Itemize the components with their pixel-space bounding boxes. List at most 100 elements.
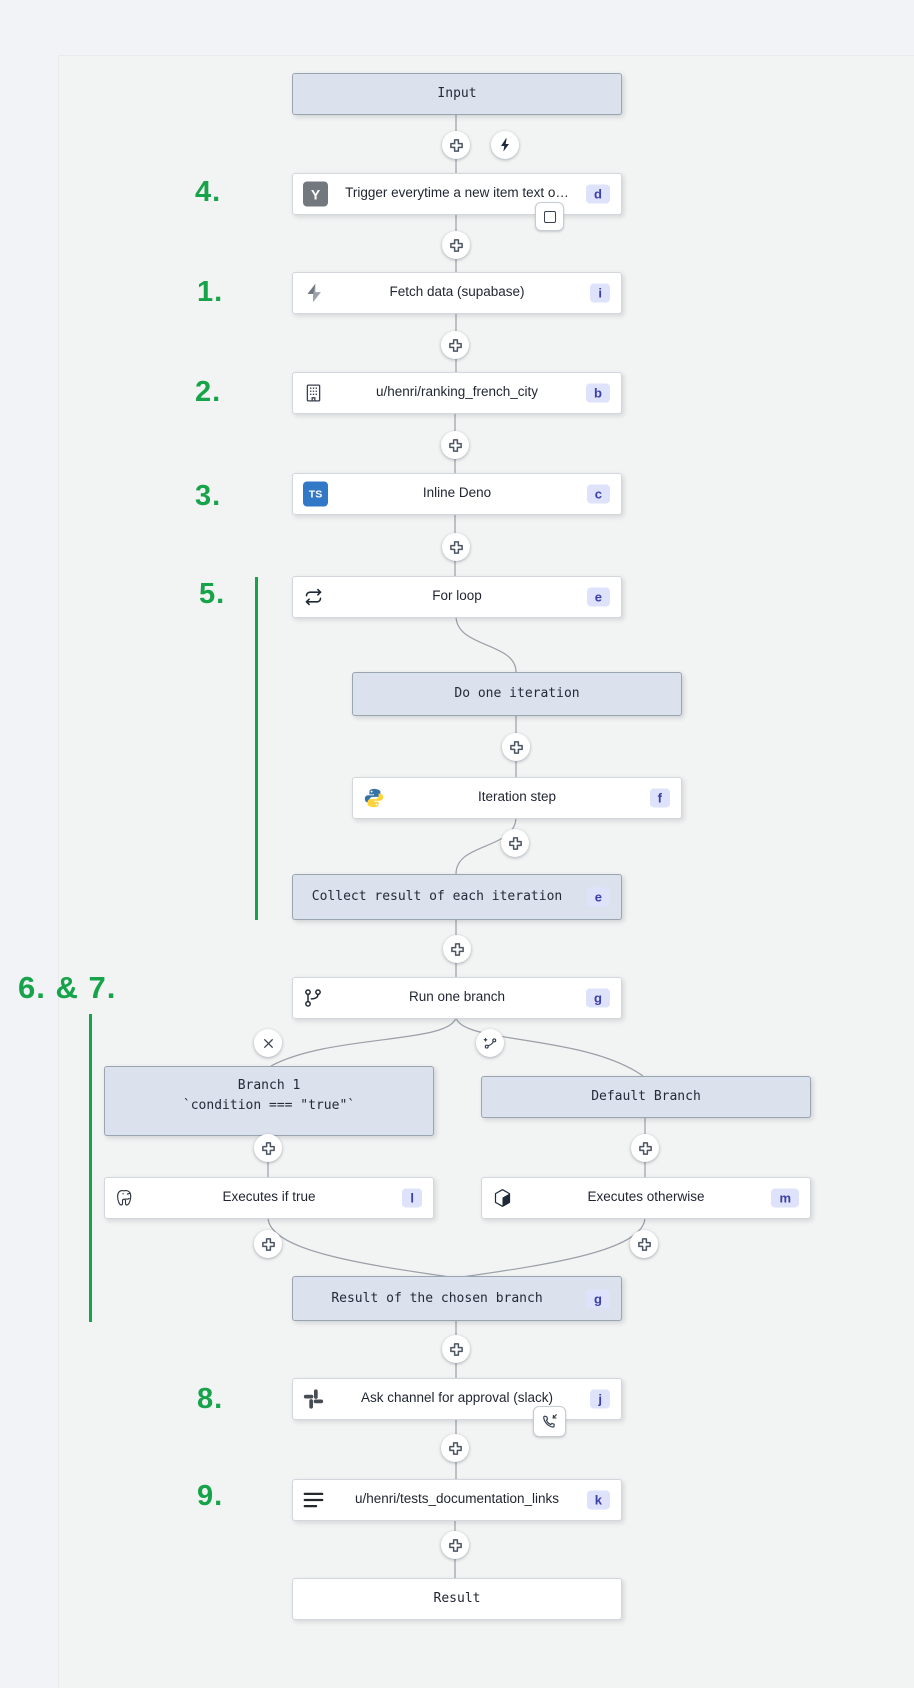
building-icon: [303, 383, 324, 404]
result-label: Result: [433, 1591, 481, 1606]
node-for-loop-label: For loop: [432, 588, 482, 603]
add-branch-icon: [483, 1037, 496, 1049]
plus-icon: [637, 1237, 651, 1251]
result-chosen-branch-node[interactable]: Result of the chosen branch g: [292, 1276, 622, 1321]
node-fetch-data[interactable]: Fetch data (supabase) i: [292, 272, 622, 314]
step-label-4: 4.: [195, 176, 222, 208]
node-run-one-branch-badge: g: [586, 988, 610, 1008]
branch1-node[interactable]: Branch 1 `condition === "true"`: [104, 1066, 434, 1136]
node-ranking-french-city[interactable]: u/henri/ranking_french_city b: [292, 372, 622, 414]
git-branch-icon: [303, 987, 323, 1009]
add-step-button[interactable]: [502, 733, 530, 761]
add-step-button[interactable]: [254, 1230, 282, 1258]
close-icon: [263, 1038, 273, 1048]
node-executes-otherwise[interactable]: Executes otherwise m: [481, 1177, 811, 1219]
collect-result-node[interactable]: Collect result of each iteration e: [292, 874, 622, 920]
default-branch-node[interactable]: Default Branch: [481, 1076, 811, 1118]
cube-icon: [492, 1188, 513, 1209]
do-one-iteration-label: Do one iteration: [454, 686, 580, 701]
node-run-one-branch[interactable]: Run one branch g: [292, 977, 622, 1019]
remove-branch-button[interactable]: [254, 1029, 282, 1057]
result-node[interactable]: Result: [292, 1578, 622, 1620]
trigger-toggle-button[interactable]: [491, 131, 519, 159]
step-label-5: 5.: [199, 578, 226, 610]
node-run-one-branch-label: Run one branch: [408, 989, 506, 1004]
do-one-iteration-node[interactable]: Do one iteration: [352, 672, 682, 716]
stop-square-glyph: [543, 210, 556, 223]
plus-icon: [448, 438, 462, 452]
add-step-button[interactable]: [442, 231, 470, 259]
add-step-button[interactable]: [254, 1134, 282, 1162]
plus-icon: [261, 1237, 275, 1251]
add-step-button[interactable]: [443, 935, 471, 963]
step-label-6-7: 6. & 7.: [18, 970, 117, 1005]
add-step-button[interactable]: [441, 331, 469, 359]
add-step-button[interactable]: [441, 1434, 469, 1462]
node-deno-badge: c: [586, 484, 610, 504]
postgresql-icon: [115, 1188, 136, 1209]
plus-icon: [448, 338, 462, 352]
add-step-button[interactable]: [442, 131, 470, 159]
collect-result-badge: e: [586, 887, 610, 907]
node-iteration-step-label: Iteration step: [477, 789, 557, 804]
node-ask-approval-label: Ask channel for approval (slack): [360, 1390, 554, 1405]
node-ranking-badge: b: [586, 383, 610, 403]
suspend-icon[interactable]: [535, 202, 564, 231]
step-label-8: 8.: [197, 1383, 224, 1415]
node-executes-if-true[interactable]: Executes if true l: [104, 1177, 434, 1219]
phone-incoming-icon[interactable]: [533, 1406, 566, 1437]
phone-glyph: [543, 1414, 557, 1428]
node-executes-if-true-badge: l: [402, 1188, 422, 1208]
plus-icon: [450, 942, 464, 956]
plus-icon: [448, 1538, 462, 1552]
add-step-button[interactable]: [441, 431, 469, 459]
node-trigger-badge: d: [586, 184, 610, 204]
node-tests-doc-badge: k: [586, 1490, 610, 1510]
default-branch-label: Default Branch: [591, 1089, 701, 1104]
add-step-button[interactable]: [442, 533, 470, 561]
result-chosen-branch-badge: g: [586, 1289, 610, 1308]
branch1-title: Branch 1: [237, 1078, 301, 1093]
plus-icon: [449, 138, 463, 152]
collect-result-label: Collect result of each iteration: [311, 889, 563, 904]
node-ranking-label: u/henri/ranking_french_city: [375, 384, 539, 399]
plus-icon: [638, 1141, 652, 1155]
node-tests-doc-label: u/henri/tests_documentation_links: [354, 1491, 560, 1506]
add-step-button[interactable]: [441, 1531, 469, 1559]
result-chosen-branch-label: Result of the chosen branch: [331, 1291, 543, 1306]
add-step-button[interactable]: [631, 1134, 659, 1162]
lightning-icon: [501, 138, 509, 152]
add-step-button[interactable]: [630, 1230, 658, 1258]
add-step-button[interactable]: [442, 1335, 470, 1363]
input-label: Input: [437, 86, 477, 101]
node-executes-otherwise-label: Executes otherwise: [587, 1189, 705, 1204]
plus-icon: [449, 540, 463, 554]
node-inline-deno[interactable]: TS Inline Deno c: [292, 473, 622, 515]
node-executes-if-true-label: Executes if true: [222, 1189, 316, 1204]
loop-icon: [303, 587, 324, 608]
step-label-1: 1.: [197, 276, 224, 308]
plus-icon: [261, 1141, 275, 1155]
step-label-9: 9.: [197, 1480, 224, 1512]
step-label-2: 2.: [195, 376, 222, 408]
node-iteration-step[interactable]: Iteration step f: [352, 777, 682, 819]
input-node[interactable]: Input: [292, 73, 622, 115]
plus-icon: [508, 836, 522, 850]
python-icon: [363, 787, 385, 809]
menu-icon: [303, 1491, 324, 1509]
node-for-loop[interactable]: For loop e: [292, 576, 622, 618]
node-trigger[interactable]: Y Trigger everytime a new item text o… d: [292, 173, 622, 215]
plus-icon: [509, 740, 523, 754]
node-for-loop-badge: e: [586, 587, 610, 607]
node-ask-approval[interactable]: Ask channel for approval (slack) j: [292, 1378, 622, 1420]
step-label-3: 3.: [195, 480, 222, 512]
node-tests-doc-links[interactable]: u/henri/tests_documentation_links k: [292, 1479, 622, 1521]
add-branch-button[interactable]: [476, 1029, 504, 1057]
plus-icon: [449, 1342, 463, 1356]
supabase-icon: [303, 282, 325, 304]
node-ask-approval-badge: j: [590, 1389, 610, 1409]
add-step-button[interactable]: [501, 829, 529, 857]
plus-icon: [448, 1441, 462, 1455]
slack-icon: [303, 1389, 324, 1410]
